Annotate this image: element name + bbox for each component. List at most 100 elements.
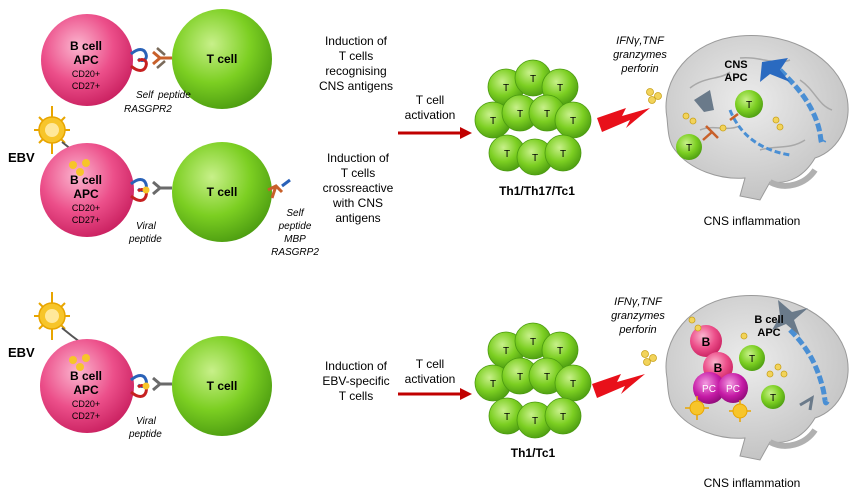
svg-text:PC: PC xyxy=(702,384,716,395)
cluster-tcell-label: T xyxy=(557,83,563,94)
svg-text:CNS: CNS xyxy=(724,59,747,71)
cluster-tcell-label: T xyxy=(504,149,510,160)
cluster-tcell-label: T xyxy=(503,83,509,94)
svg-text:T cell: T cell xyxy=(416,357,444,371)
svg-text:recognising: recognising xyxy=(325,64,386,78)
tcell-label: T cell xyxy=(207,52,238,66)
row2-bcell: B cell APC CD20+ CD27+ xyxy=(40,143,134,237)
cluster-tcell-label: T xyxy=(532,153,538,164)
svg-text:T cell: T cell xyxy=(207,379,238,393)
row1-receptor xyxy=(130,47,172,72)
cluster-tcell-label: T xyxy=(557,346,563,357)
svg-text:CD27+: CD27+ xyxy=(72,411,100,421)
svg-text:granzymes: granzymes xyxy=(611,310,665,322)
cns-inflammation-bottom: CNS inflammation xyxy=(704,476,801,490)
svg-text:EBV-specific: EBV-specific xyxy=(322,374,389,388)
svg-text:CD20+: CD20+ xyxy=(72,399,100,409)
mbp-label: Self peptide MBP RASGRP2 xyxy=(271,208,319,258)
activation-arrow-2: T cell activation xyxy=(398,357,472,400)
mechanism-3: Induction of EBV-specific T cells xyxy=(322,359,389,403)
svg-text:IFNγ,TNF: IFNγ,TNF xyxy=(616,35,665,47)
cluster-bottom-label: Th1/Tc1 xyxy=(511,446,556,460)
row2-receptor xyxy=(130,178,172,202)
svg-text:crossreactive: crossreactive xyxy=(323,181,394,195)
svg-text:T cells: T cells xyxy=(339,49,373,63)
cluster-tcell-label: T xyxy=(490,379,496,390)
svg-text:Induction of: Induction of xyxy=(325,359,388,373)
svg-text:T cells: T cells xyxy=(339,389,373,403)
svg-text:APC: APC xyxy=(73,383,99,397)
svg-text:CD27+: CD27+ xyxy=(72,215,100,225)
tcell-cluster-bottom: T T T T T T T T T T xyxy=(474,322,592,439)
svg-text:CNS antigens: CNS antigens xyxy=(319,79,393,93)
cluster-tcell-label: T xyxy=(560,412,566,423)
svg-text:APC: APC xyxy=(73,187,99,201)
svg-text:B cell: B cell xyxy=(70,173,102,187)
svg-text:T: T xyxy=(770,393,776,404)
svg-text:T: T xyxy=(686,143,692,154)
svg-text:activation: activation xyxy=(405,108,456,122)
svg-text:Induction of: Induction of xyxy=(327,151,390,165)
svg-text:APC: APC xyxy=(724,72,747,84)
svg-text:perforin: perforin xyxy=(620,63,658,75)
cluster-tcell-label: T xyxy=(490,116,496,127)
svg-text:activation: activation xyxy=(405,372,456,386)
svg-text:PC: PC xyxy=(726,384,740,395)
svg-text:antigens: antigens xyxy=(335,211,380,225)
cluster-tcell-label: T xyxy=(570,379,576,390)
cluster-tcell-label: T xyxy=(503,346,509,357)
svg-text:CD20+: CD20+ xyxy=(72,203,100,213)
lightning-icon xyxy=(597,108,650,132)
bcell-title: B cell xyxy=(70,39,102,53)
cluster-tcell-label: T xyxy=(517,372,523,383)
svg-text:with CNS: with CNS xyxy=(332,196,383,210)
rasgpr2-label: RASGPR2 xyxy=(124,104,172,115)
cluster-tcell-label: T xyxy=(544,109,550,120)
svg-text:IFNγ,TNF: IFNγ,TNF xyxy=(614,296,663,308)
row3-tcell: T cell xyxy=(172,336,272,436)
svg-text:APC: APC xyxy=(757,327,780,339)
svg-text:RASGRP2: RASGRP2 xyxy=(271,247,319,258)
viral-peptide-label-2: peptide xyxy=(128,234,162,245)
lightning-icon-2 xyxy=(592,374,645,398)
svg-text:T cell: T cell xyxy=(207,185,238,199)
cluster-tcell-label: T xyxy=(544,372,550,383)
svg-text:T cell: T cell xyxy=(416,93,444,107)
cns-inflammation-top: CNS inflammation xyxy=(704,214,801,228)
self-peptide-label-2: peptide xyxy=(157,90,191,101)
svg-text:T: T xyxy=(749,354,755,365)
ebv-virus-icon xyxy=(34,106,70,154)
ebv-label-2: EBV xyxy=(8,345,35,360)
mechanism-1: Induction of T cells recognising CNS ant… xyxy=(319,34,393,93)
svg-text:B cell: B cell xyxy=(70,369,102,383)
svg-text:perforin: perforin xyxy=(618,324,656,336)
svg-text:peptide: peptide xyxy=(278,221,312,232)
row1-tcell: T cell xyxy=(172,9,272,109)
bcell-cd20: CD20+ xyxy=(72,69,100,79)
viral-peptide-label: Viral xyxy=(136,221,157,232)
cluster-tcell-label: T xyxy=(530,337,536,348)
svg-text:T: T xyxy=(746,100,752,111)
cns-apc-label: CNS APC xyxy=(724,59,747,84)
cluster-tcell-label: T xyxy=(532,416,538,427)
mechanism-2: Induction of T cells crossreactive with … xyxy=(323,151,394,225)
svg-text:Viral: Viral xyxy=(136,416,157,427)
cluster-tcell-label: T xyxy=(570,116,576,127)
svg-text:B: B xyxy=(702,335,711,349)
brain-bottom: B B PC PC T T xyxy=(665,294,849,461)
svg-text:granzymes: granzymes xyxy=(613,49,667,61)
svg-text:T cells: T cells xyxy=(341,166,375,180)
cytokine-dots xyxy=(646,88,662,104)
svg-text:Induction of: Induction of xyxy=(325,34,388,48)
brain-top: T T xyxy=(665,34,849,201)
ebv-label: EBV xyxy=(8,150,35,165)
row2-self-receptor xyxy=(267,178,291,199)
cluster-tcell-label: T xyxy=(517,109,523,120)
svg-text:B: B xyxy=(714,361,723,375)
cluster-tcell-label: T xyxy=(504,412,510,423)
cluster-top-label: Th1/Th17/Tc1 xyxy=(499,184,575,198)
ebv-virus-icon-2 xyxy=(34,292,70,340)
self-peptide-label: Self xyxy=(136,90,154,101)
